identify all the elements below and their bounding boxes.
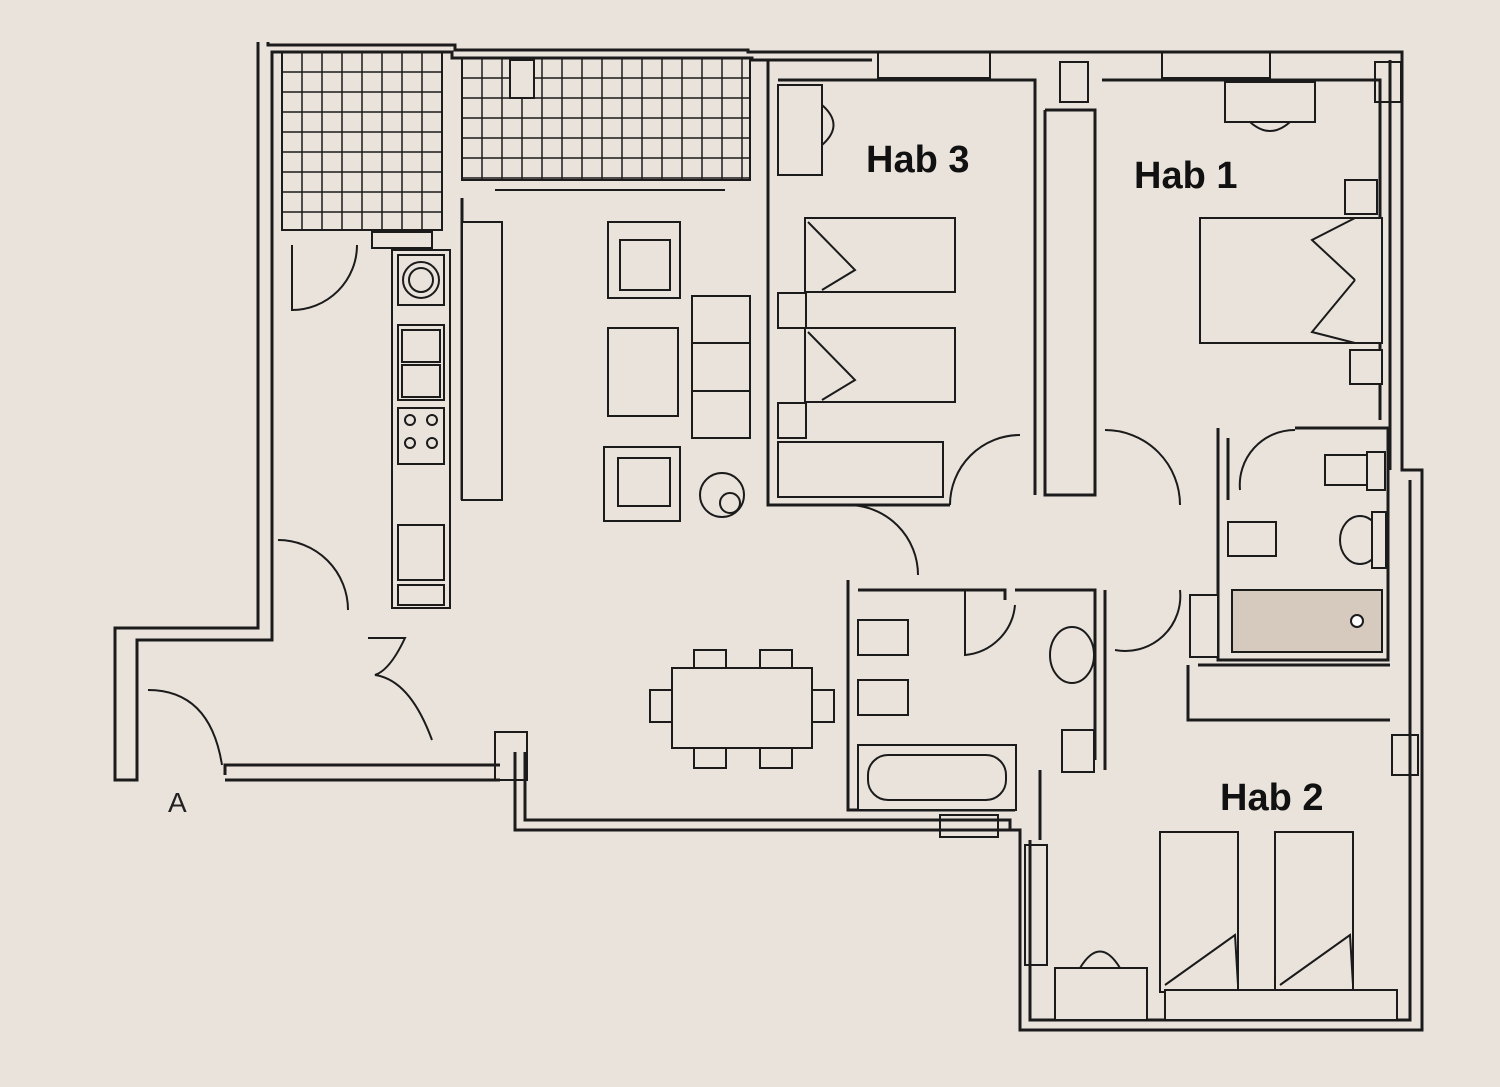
room-label-hab3: Hab 3 bbox=[866, 139, 969, 181]
dining-table bbox=[649, 649, 835, 769]
hab1-furniture bbox=[1199, 81, 1383, 385]
hab1-bathroom bbox=[1189, 451, 1387, 658]
room-label-hab2: Hab 2 bbox=[1220, 777, 1323, 819]
windows bbox=[371, 51, 1419, 966]
kitchen bbox=[397, 254, 445, 606]
central-bathroom bbox=[857, 619, 1095, 811]
hab3-furniture bbox=[777, 84, 956, 498]
room-label-hab1: Hab 1 bbox=[1134, 155, 1237, 197]
hab2-furniture bbox=[1054, 831, 1398, 1021]
terrace-middle bbox=[461, 57, 751, 191]
entrance-label: A bbox=[168, 787, 187, 818]
terrace-left bbox=[281, 51, 443, 231]
outer-walls bbox=[113, 42, 1424, 1032]
living-room bbox=[603, 221, 751, 522]
doors bbox=[147, 244, 1296, 766]
